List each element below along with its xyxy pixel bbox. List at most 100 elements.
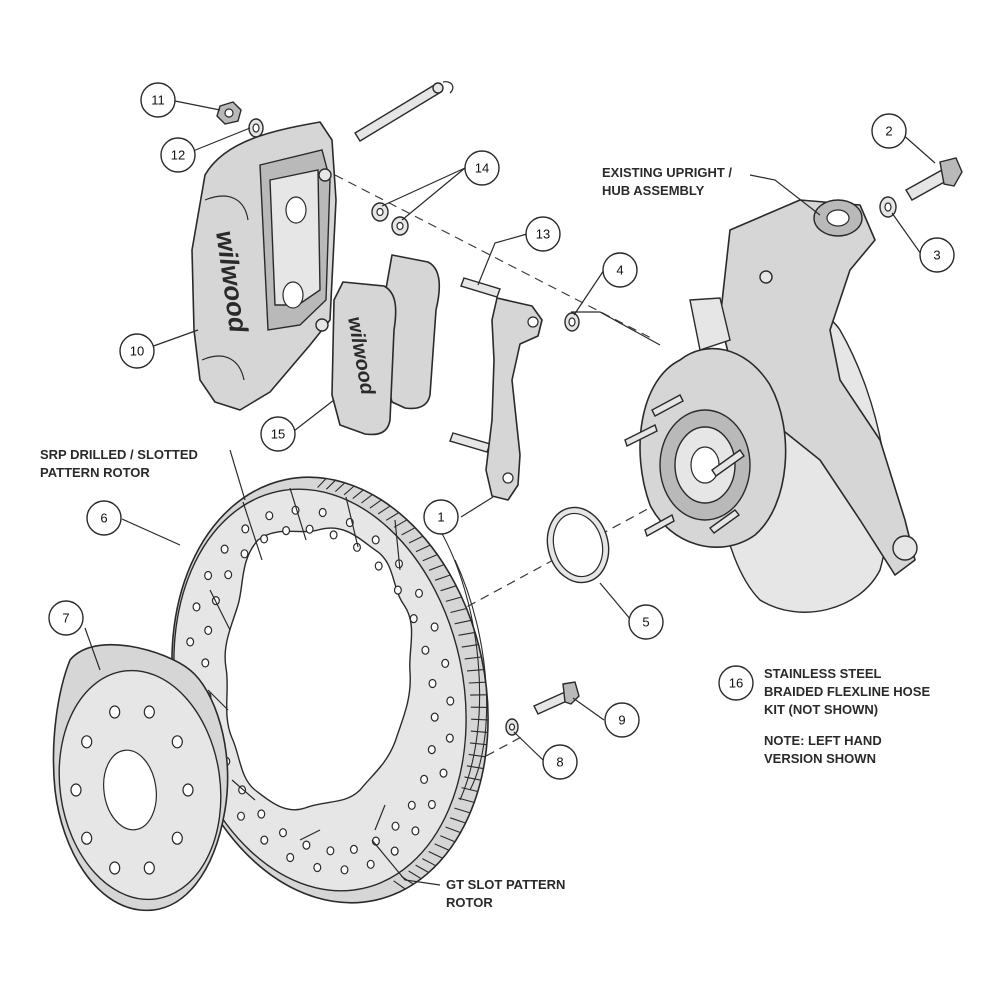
wheel-studs: [624, 394, 745, 538]
rotor-drill-hole: [201, 658, 210, 668]
rotor-vane: [469, 742, 487, 746]
rotor-vane: [454, 807, 471, 814]
hose-kit-label-line3: KIT (NOT SHOWN): [764, 702, 878, 717]
srp-rotor-label-line1: SRP DRILLED / SLOTTED: [40, 447, 198, 462]
gt-rotor-label-line2: ROTOR: [446, 895, 493, 910]
callout-9-number: 9: [618, 713, 625, 728]
callout-7: 7: [48, 600, 84, 636]
rotor-drill-hole: [430, 622, 439, 632]
hose-kit-label: STAINLESS STEEL BRAIDED FLEXLINE HOSE KI…: [764, 666, 930, 717]
rotor-drill-hole: [371, 535, 380, 545]
callout-4-number: 4: [616, 263, 623, 278]
rotor-vane: [468, 681, 486, 684]
rotor-drill-hole: [349, 844, 358, 855]
hat-bolt-hole: [171, 735, 183, 749]
rotor-vane: [434, 574, 451, 581]
rotor-vane: [434, 843, 450, 851]
rotor-drill-hole: [415, 588, 424, 598]
callout-16-number: 16: [729, 676, 743, 691]
rotor-drill-hole: [286, 852, 295, 863]
rotor-vane: [422, 858, 437, 867]
callout-13-number: 13: [536, 227, 550, 242]
rotor-vane: [385, 512, 399, 521]
rotor-vane: [377, 505, 391, 515]
rotor-vane: [408, 535, 424, 544]
rotor-drill-hole: [313, 862, 322, 873]
callout-6-number: 6: [100, 511, 107, 526]
gt-rotor-label-line1: GT SLOT PATTERN: [446, 877, 565, 892]
callout-15: 15: [260, 416, 296, 452]
callout-7-number: 7: [62, 611, 69, 626]
washer-4-part: [564, 312, 580, 332]
rotor-vane: [422, 554, 438, 562]
callout-1: 1: [423, 499, 459, 535]
callout-4: 4: [602, 252, 638, 288]
rotor-drill-hole: [366, 859, 375, 869]
note-label-line2: VERSION SHOWN: [764, 751, 876, 766]
bracket-bolt-part: [449, 277, 501, 453]
hat-bolt-hole: [109, 861, 121, 875]
rotor-vane: [352, 489, 364, 500]
note-label-line1: NOTE: LEFT HAND: [764, 733, 882, 748]
rotor-drill-hole: [441, 658, 450, 669]
rotor-drill-hole: [318, 507, 327, 518]
caliper-part: wilwood: [191, 121, 337, 411]
rotor-vane: [450, 607, 467, 614]
rotor-vane: [428, 564, 445, 571]
rotor-vane: [428, 851, 443, 859]
callout-16: 16: [718, 665, 754, 701]
callout-2-number: 2: [885, 124, 892, 139]
callout-9: 9: [604, 702, 640, 738]
washers-14-part: [371, 202, 409, 236]
rotor-vane: [458, 797, 475, 803]
washer-3-part: [879, 196, 897, 218]
hat-bolt-hole: [109, 705, 121, 719]
callout-5-number: 5: [642, 615, 649, 630]
rotor-drill-hole: [374, 561, 383, 571]
rotor-drill-hole: [340, 865, 349, 875]
callout-2: 2: [871, 113, 907, 149]
rotor-vane: [326, 479, 336, 490]
hat-bolt-hole: [143, 861, 155, 875]
caliper-pin-part: [354, 81, 454, 142]
rotor-drill-hole: [204, 625, 213, 636]
rotor-vane: [470, 730, 488, 733]
rotor-drill-hole: [279, 828, 288, 838]
callout-8-number: 8: [556, 755, 563, 770]
rotor-vane: [458, 631, 476, 636]
rotor-drill-hole: [409, 613, 418, 624]
rotor-vanes: [317, 478, 489, 890]
srp-rotor-label: SRP DRILLED / SLOTTED PATTERN ROTOR: [40, 447, 198, 480]
rotor-drill-hole: [329, 530, 338, 540]
callout-5: 5: [628, 604, 664, 640]
note-label: NOTE: LEFT HAND VERSION SHOWN: [764, 733, 882, 766]
rotor-drill-hole: [421, 645, 430, 655]
washer-12-part: [248, 118, 264, 138]
rotor-vane: [466, 765, 484, 770]
upright-label-line1: EXISTING UPRIGHT /: [602, 165, 732, 180]
rotor-drill-hole: [257, 809, 266, 819]
rotor-vane: [461, 787, 478, 793]
callout-14-number: 14: [475, 161, 489, 176]
upright-label-line2: HUB ASSEMBLY: [602, 183, 705, 198]
gt-rotor-label: GT SLOT PATTERN ROTOR: [446, 877, 565, 910]
callout-1-number: 1: [437, 510, 444, 525]
hat-bolt-hole: [81, 735, 93, 749]
rotor-drill-hole: [326, 846, 335, 856]
rotor-drill-hole: [241, 524, 250, 534]
rotor-vane: [393, 519, 408, 528]
rotor-drill-hole: [407, 800, 416, 810]
rotor-drill-holes: [185, 505, 455, 875]
rotor-vane: [343, 485, 355, 496]
callout-12-number: 12: [171, 148, 185, 163]
hat-bolt-hole: [171, 831, 183, 845]
rotor-vane: [468, 753, 486, 758]
rotor-drill-hole: [390, 846, 399, 856]
rotor-vane: [471, 718, 489, 721]
rotor-drill-hole: [411, 826, 420, 836]
rotor-vane: [466, 669, 484, 672]
rotor-vane: [317, 478, 327, 488]
upright-label: EXISTING UPRIGHT / HUB ASSEMBLY: [602, 165, 732, 198]
hose-kit-label-line1: STAINLESS STEEL: [764, 666, 882, 681]
